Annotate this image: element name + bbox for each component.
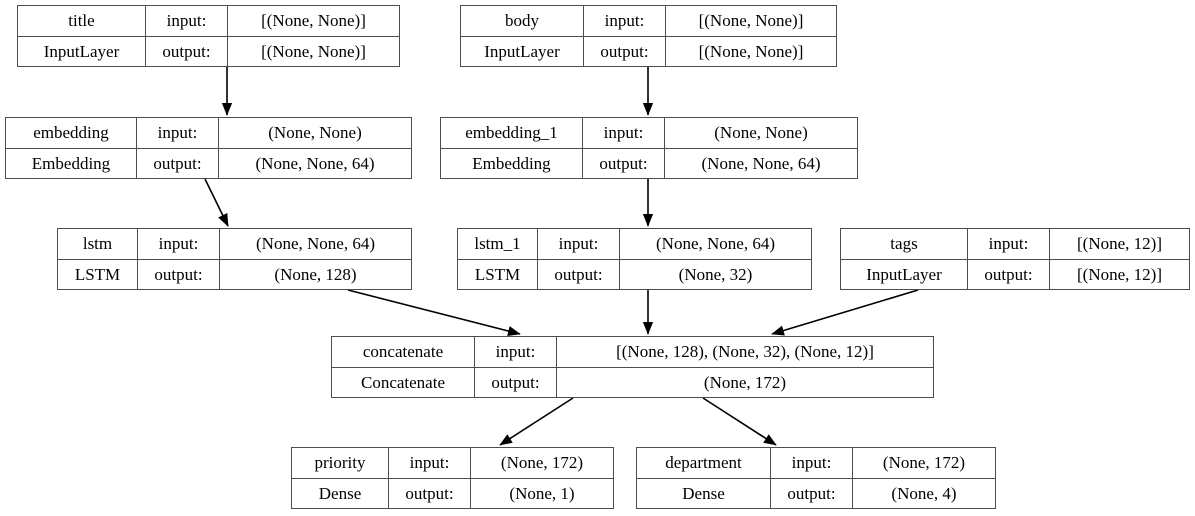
embedding_1-layer-name: embedding_1 — [441, 118, 583, 148]
tags-input-label: input: — [968, 229, 1050, 259]
department-input-shape: (None, 172) — [882, 453, 966, 473]
title-output-shape: [(None, None)] — [261, 41, 366, 61]
body-output-shape: [(None, None)] — [698, 41, 804, 61]
edge-concatenate-to-department — [702, 397, 777, 446]
tags-output-label: output: — [968, 259, 1050, 289]
tags-layer-name: tags — [841, 229, 968, 259]
body-layer-class: InputLayer — [461, 36, 584, 66]
priority-layer-class: Dense — [292, 478, 389, 508]
lstm-layer-name: lstm — [58, 229, 138, 259]
embedding_1-layer-class: Embedding — [441, 148, 583, 178]
priority-output-label: output: — [389, 478, 471, 508]
embedding_1-input-label: input: — [583, 118, 665, 148]
tags-input-shape: [(None, 12)] — [1077, 234, 1162, 254]
body-output-label: output: — [584, 36, 666, 66]
title-output-label: output: — [146, 36, 228, 66]
department-input-label: input: — [771, 448, 853, 478]
lstm_1-input-shape: (None, None, 64) — [656, 234, 775, 254]
priority-input-shape: (None, 172) — [500, 453, 584, 473]
concatenate-input-shape: [(None, 128), (None, 32), (None, 12)] — [616, 342, 874, 362]
concatenate-output-label: output: — [475, 367, 557, 397]
lstm-input-label: input: — [138, 229, 220, 259]
body-layer-name: body — [461, 6, 584, 36]
title-input-label: input: — [146, 6, 228, 36]
concatenate-output-shape: (None, 172) — [703, 372, 787, 392]
embedding-output-label: output: — [137, 148, 219, 178]
priority-layer-name: priority — [292, 448, 389, 478]
embedding-layer-name: embedding — [6, 118, 137, 148]
title-input-shape: [(None, None)] — [261, 11, 366, 31]
embedding_1-output-shape: (None, None, 64) — [701, 153, 821, 173]
embedding-input-shape: (None, None) — [268, 123, 362, 143]
title-layer-name: title — [18, 6, 146, 36]
department-output-label: output: — [771, 478, 853, 508]
body-input-shape: [(None, None)] — [698, 11, 804, 31]
embedding_1-output-label: output: — [583, 148, 665, 178]
embedding-output-shape: (None, None, 64) — [255, 153, 375, 173]
body-input-label: input: — [584, 6, 666, 36]
title-layer-class: InputLayer — [18, 36, 146, 66]
embedding_1-input-shape: (None, None) — [714, 123, 808, 143]
edge-embedding-to-lstm — [204, 178, 229, 227]
department-layer-class: Dense — [637, 478, 771, 508]
priority-output-shape: (None, 1) — [509, 483, 575, 503]
lstm_1-output-label: output: — [538, 259, 620, 289]
tags-layer-class: InputLayer — [841, 259, 968, 289]
embedding-input-label: input: — [137, 118, 219, 148]
tags-output-shape: [(None, 12)] — [1077, 264, 1162, 284]
concatenate-layer-class: Concatenate — [332, 367, 475, 397]
lstm-output-shape: (None, 128) — [274, 264, 357, 284]
lstm-input-shape: (None, None, 64) — [256, 234, 375, 254]
edge-concatenate-to-priority — [499, 397, 574, 446]
department-output-shape: (None, 4) — [891, 483, 957, 503]
lstm-output-label: output: — [138, 259, 220, 289]
department-layer-name: department — [637, 448, 771, 478]
lstm_1-input-label: input: — [538, 229, 620, 259]
priority-input-label: input: — [389, 448, 471, 478]
lstm_1-output-shape: (None, 32) — [678, 264, 753, 284]
lstm_1-layer-class: LSTM — [458, 259, 538, 289]
embedding-layer-class: Embedding — [6, 148, 137, 178]
concatenate-input-label: input: — [475, 337, 557, 367]
lstm-layer-class: LSTM — [58, 259, 138, 289]
edge-tags-to-concatenate — [771, 289, 919, 336]
edge-lstm-to-concatenate — [347, 289, 521, 336]
lstm_1-layer-name: lstm_1 — [458, 229, 538, 259]
concatenate-layer-name: concatenate — [332, 337, 475, 367]
